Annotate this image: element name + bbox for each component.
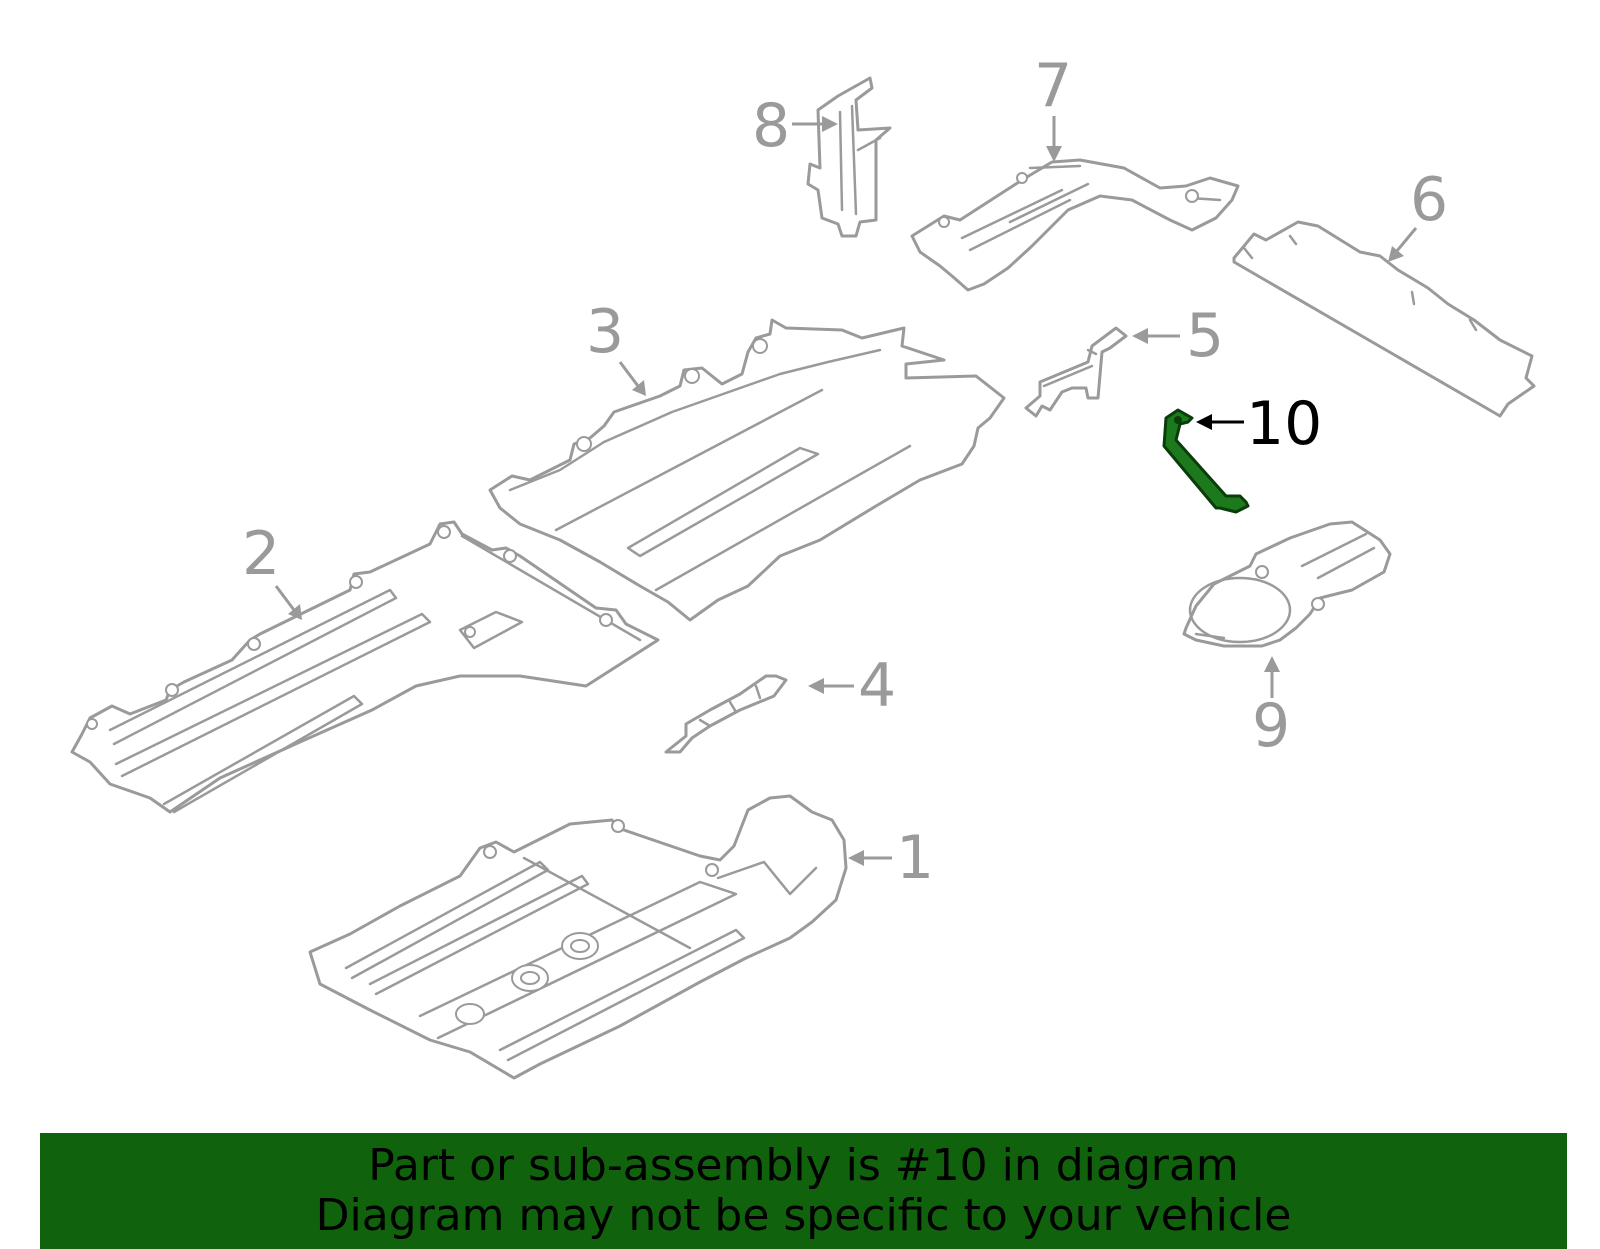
callout-2: 2 bbox=[242, 519, 280, 589]
part-3-floor-shield bbox=[488, 318, 1006, 622]
part-5-bracket bbox=[1024, 326, 1128, 418]
banner-line-1: Part or sub-assembly is #10 in diagram bbox=[368, 1140, 1239, 1191]
part-7-tunnel-shield bbox=[910, 158, 1240, 292]
callout-8: 8 bbox=[752, 91, 790, 161]
callout-4: 4 bbox=[858, 651, 896, 721]
callout-5: 5 bbox=[1186, 301, 1224, 371]
part-6-rear-panel bbox=[1232, 220, 1536, 418]
leader-lines bbox=[274, 116, 1418, 866]
banner-line-2: Diagram may not be specific to your vehi… bbox=[315, 1190, 1292, 1241]
callout-3: 3 bbox=[586, 297, 624, 367]
callout-6: 6 bbox=[1410, 165, 1448, 235]
callout-1: 1 bbox=[896, 823, 934, 893]
callout-10: 10 bbox=[1246, 389, 1322, 459]
callout-labels: 1 2 3 4 5 6 7 8 9 10 bbox=[242, 51, 1448, 893]
callout-7: 7 bbox=[1034, 51, 1072, 121]
part-10-bracket-highlighted bbox=[1162, 408, 1250, 514]
parts-diagram: 1 2 3 4 5 6 7 8 9 10 bbox=[70, 51, 1536, 1080]
notice-banner: Part or sub-assembly is #10 in diagram D… bbox=[40, 1133, 1567, 1249]
part-8-bracket bbox=[806, 76, 892, 238]
part-4-strip bbox=[664, 674, 788, 754]
part-9-heat-shield bbox=[1182, 520, 1392, 648]
part-2-floor-shield bbox=[70, 520, 660, 814]
callout-9: 9 bbox=[1252, 691, 1290, 761]
part-1-underbody-shield bbox=[308, 794, 848, 1080]
